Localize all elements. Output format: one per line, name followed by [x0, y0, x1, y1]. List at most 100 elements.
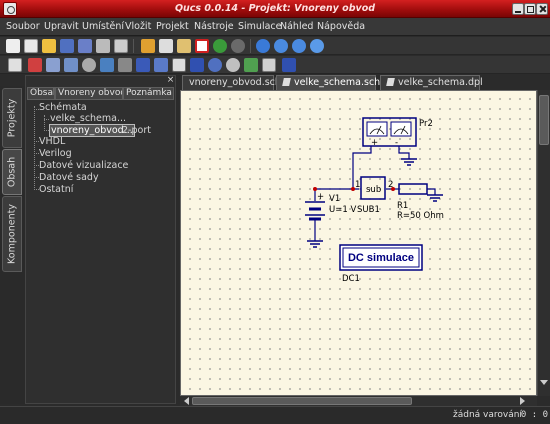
print-icon[interactable]	[114, 39, 128, 53]
display-dpl-icon[interactable]	[244, 58, 258, 72]
new-text-icon[interactable]	[24, 39, 38, 53]
scroll-right-arrow-icon[interactable]	[520, 397, 529, 405]
menu-umisteni[interactable]: Umístění	[82, 21, 125, 32]
scroll-down-arrow-icon[interactable]	[540, 380, 548, 389]
tab-velke-schema-dpl[interactable]: velke_schema.dpl	[380, 75, 483, 90]
tree-branch	[44, 130, 49, 131]
label-icon[interactable]	[154, 58, 168, 72]
ground-icon[interactable]	[190, 58, 204, 72]
probe-plus-pin: +	[371, 138, 378, 148]
menu-soubor[interactable]: Soubor	[6, 21, 40, 32]
tab-projekty[interactable]: Projekty	[2, 88, 22, 148]
enter-subcircuit-icon[interactable]	[262, 58, 276, 72]
menu-upravit[interactable]: Upravit	[44, 21, 79, 32]
menu-napoveda[interactable]: Nápověda	[317, 21, 366, 32]
probe-arc	[369, 128, 385, 135]
close-window-button[interactable]	[536, 3, 548, 15]
tree-item-datove-sady[interactable]: Datové sady	[39, 172, 99, 183]
source-name: V1	[329, 194, 340, 204]
cut-icon[interactable]	[141, 39, 155, 53]
tab-velke-schema-sch[interactable]: velke_schema.sch	[276, 75, 380, 90]
dc-simulation-block[interactable]: DC simulace DC1	[339, 244, 423, 284]
save-all-icon[interactable]	[78, 39, 92, 53]
voltage-source-v1[interactable]: + V1 U=1 V	[305, 192, 356, 221]
new-document-icon[interactable]	[6, 39, 20, 53]
column-header-obsah[interactable]: Obsah	[27, 87, 55, 100]
menu-nahled[interactable]: Náhled	[280, 21, 314, 32]
subcircuit-body	[360, 176, 386, 200]
tree-item-vhdl[interactable]: VHDL	[39, 136, 66, 147]
tree-branch	[34, 177, 39, 178]
rotate-icon[interactable]	[82, 58, 96, 72]
tree-item-schemata[interactable]: Schémata	[39, 102, 87, 113]
schematic-canvas[interactable]: + - Pr2	[180, 90, 537, 396]
zoom-fit-icon[interactable]	[256, 39, 270, 53]
redo-icon[interactable]	[231, 39, 245, 53]
app-icon[interactable]	[3, 2, 17, 16]
tree-branch	[34, 165, 39, 166]
tree-item-ostatni[interactable]: Ostatní	[39, 184, 74, 195]
column-header-vnoreny-obvod[interactable]: Vnoreny obvod	[55, 87, 123, 100]
tab-komponenty-label: Komponenty	[6, 204, 18, 264]
minimize-button[interactable]	[512, 3, 524, 15]
maximize-button[interactable]	[524, 3, 536, 15]
tree-branch	[34, 153, 39, 154]
move-text-icon[interactable]	[100, 58, 114, 72]
resistor-value: R=50 Ohm	[397, 211, 444, 221]
horizontal-scrollbar[interactable]	[180, 396, 537, 406]
edit-activate-icon[interactable]	[28, 58, 42, 72]
tab-obsah[interactable]: Obsah	[2, 149, 22, 195]
mirror-x-icon[interactable]	[46, 58, 60, 72]
menu-nastroje[interactable]: Nástroje	[194, 21, 234, 32]
delete-icon[interactable]	[195, 39, 209, 53]
tree-item-datove-vizualizace[interactable]: Datové vizualizace	[39, 160, 129, 171]
insert-equation-icon[interactable]	[172, 58, 186, 72]
vertical-scrollbar[interactable]	[537, 90, 550, 396]
port-icon[interactable]	[208, 58, 222, 72]
tree-item-velke-schema[interactable]: velke_schema...	[50, 113, 127, 124]
subcircuit-label: sub	[366, 185, 381, 195]
save-icon[interactable]	[60, 39, 74, 53]
simulate-icon[interactable]	[226, 58, 240, 72]
tab-projekty-label: Projekty	[6, 98, 18, 138]
probe-arc	[393, 128, 409, 135]
junction-dot	[313, 187, 317, 191]
zoom-select-icon[interactable]	[310, 39, 324, 53]
status-position: 0 : 0	[520, 410, 548, 420]
tree-item-vnoreny-obvod[interactable]: vnoreny_obvod...	[49, 124, 135, 137]
undo-icon[interactable]	[213, 39, 227, 53]
tab-komponenty[interactable]: Komponenty	[2, 196, 22, 272]
horizontal-scroll-thumb[interactable]	[192, 397, 412, 405]
tab-label: vnoreny_obvod.sch	[189, 77, 281, 88]
menu-vlozit[interactable]: Vložit	[125, 21, 152, 32]
menu-simulace[interactable]: Simulace	[238, 21, 282, 32]
document-icon	[282, 78, 291, 86]
menu-projekt[interactable]: Projekt	[156, 21, 189, 32]
select-icon[interactable]	[8, 58, 22, 72]
subcircuit-sub1[interactable]: sub 1 2 SUB1	[355, 176, 393, 215]
close-icon[interactable]	[96, 39, 110, 53]
resistor-r1[interactable]: R1 R=50 Ohm	[397, 183, 444, 221]
panel-close-icon[interactable]: ×	[166, 75, 175, 85]
wire-icon[interactable]	[136, 58, 150, 72]
tree-item-note: 2-port	[122, 125, 151, 136]
subcircuit-pin1: 1	[355, 180, 360, 190]
probe-needle	[376, 125, 382, 135]
simulation-name: DC1	[342, 274, 360, 284]
whats-this-icon[interactable]	[282, 58, 296, 72]
tree-item-verilog[interactable]: Verilog	[39, 148, 72, 159]
work-toolbar	[0, 56, 550, 74]
column-header-poznamka[interactable]: Poznámka	[123, 87, 174, 100]
open-icon[interactable]	[42, 39, 56, 53]
vertical-scroll-thumb[interactable]	[539, 95, 549, 145]
scroll-left-arrow-icon[interactable]	[180, 397, 189, 405]
mirror-y-icon[interactable]	[64, 58, 78, 72]
paste-icon[interactable]	[177, 39, 191, 53]
zoom-out-icon[interactable]	[292, 39, 306, 53]
set-on-grid-icon[interactable]	[118, 58, 132, 72]
tab-vnoreny-obvod-sch[interactable]: vnoreny_obvod.sch	[182, 75, 281, 90]
copy-icon[interactable]	[159, 39, 173, 53]
zoom-in-icon[interactable]	[274, 39, 288, 53]
window-title: Qucs 0.0.14 - Projekt: Vnoreny obvod	[174, 3, 376, 14]
probe-pr2[interactable]: + - Pr2	[362, 117, 433, 148]
